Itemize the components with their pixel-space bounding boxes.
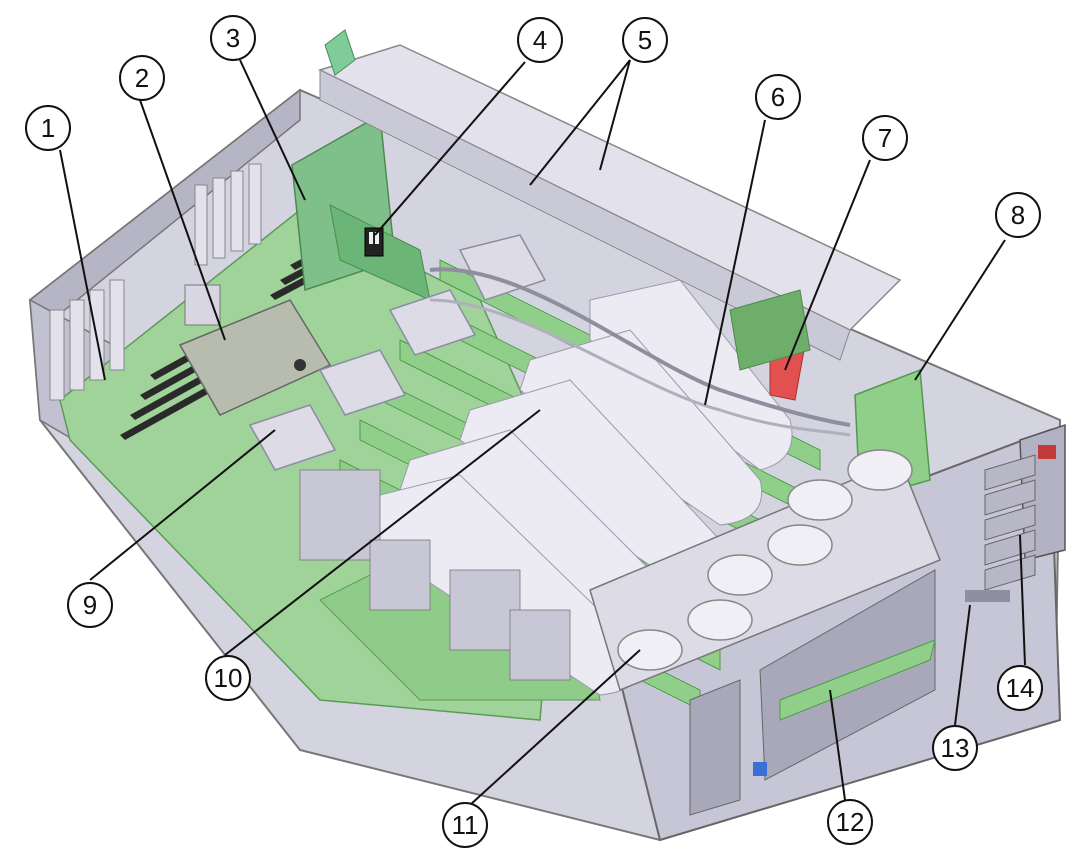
callout-label: 2 (135, 63, 149, 93)
callout-label: 13 (941, 733, 970, 763)
callout-12: 12 (827, 799, 873, 845)
cable-red (729, 289, 811, 401)
cables (429, 267, 851, 437)
drive-bays (984, 454, 1036, 591)
callout-14: 14 (997, 665, 1043, 711)
callout-7: 7 (862, 115, 908, 161)
callout-1: 1 (25, 105, 71, 151)
callout-8: 8 (995, 192, 1041, 238)
callout-label: 3 (226, 23, 240, 53)
callout-2: 2 (119, 55, 165, 101)
callouts: 1 2 3 4 5 6 7 8 (25, 15, 1043, 848)
callout-label: 7 (878, 123, 892, 153)
callout-11: 11 (442, 802, 488, 848)
callout-13: 13 (932, 725, 978, 771)
callout-4: 4 (517, 17, 563, 63)
callout-5: 5 (622, 17, 668, 63)
power-connector (364, 227, 384, 257)
callout-label: 12 (836, 807, 865, 837)
callout-label: 9 (83, 590, 97, 620)
callout-label: 8 (1011, 200, 1025, 230)
callout-label: 11 (452, 810, 479, 840)
callout-6: 6 (755, 74, 801, 120)
callout-9: 9 (67, 582, 113, 628)
callout-label: 4 (533, 25, 547, 55)
power-supplies (317, 29, 902, 361)
fan-modules (589, 449, 941, 692)
callout-label: 6 (771, 82, 785, 112)
leader-lines (59, 59, 1026, 806)
front-panel (753, 590, 1010, 776)
callout-label: 10 (214, 663, 243, 693)
callout-label: 14 (1006, 673, 1035, 703)
front-vent (689, 569, 936, 816)
callout-label: 5 (638, 25, 652, 55)
callout-10: 10 (205, 655, 251, 701)
service-processor-card (178, 284, 332, 416)
callout-label: 1 (41, 113, 55, 143)
callout-3: 3 (210, 15, 256, 61)
